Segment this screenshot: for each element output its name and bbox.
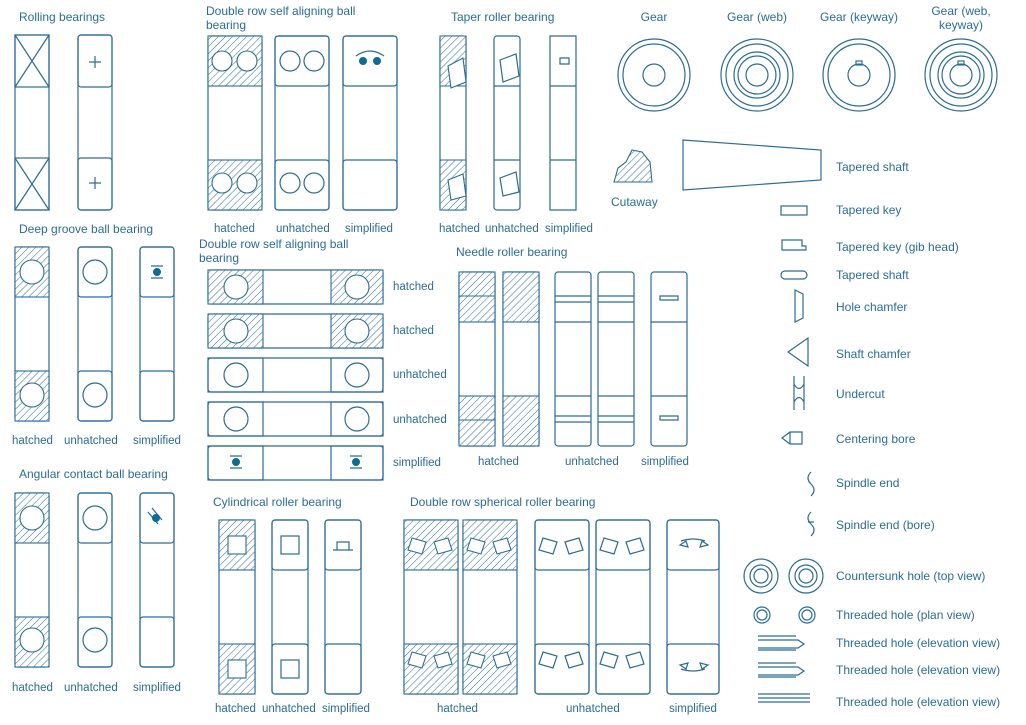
variant-label: unhatched	[565, 456, 619, 468]
deep-groove-simplified-shape[interactable]	[139, 246, 175, 422]
shaft-item-label: Centering bore	[836, 432, 916, 446]
needle-roller-shapes[interactable]	[458, 271, 688, 447]
shaft-item-label: Countersunk hole (top view)	[836, 569, 986, 583]
section-title-double-row-top: Double row self aligning ball bearing	[206, 4, 356, 32]
section-title-taper: Taper roller bearing	[451, 10, 555, 24]
variant-label: hatched	[437, 703, 478, 715]
shaft-item-label: Threaded hole (elevation view)	[836, 663, 1001, 677]
section-title-double-row-mid: Double row self aligning ball bearing	[199, 237, 349, 265]
double-row-self-aligning-unhatched-shape[interactable]	[274, 35, 330, 211]
variant-label: unhatched	[64, 682, 118, 694]
angular-contact-shapes[interactable]	[14, 492, 175, 668]
label-cutaway: Cutaway	[611, 195, 658, 209]
double-row-horizontal-shapes[interactable]	[207, 269, 384, 481]
shaft-item-label: Tapered key	[836, 203, 902, 217]
shaft-item-label: Threaded hole (elevation view)	[836, 636, 1001, 650]
variant-label: unhatched	[393, 369, 447, 381]
shaft-item-label: Threaded hole (plan view)	[836, 608, 975, 622]
shaft-element-icons[interactable]	[743, 205, 824, 703]
section-title-deep-groove: Deep groove ball bearing	[19, 222, 154, 236]
variant-label: hatched	[439, 223, 480, 235]
shaft-item-label: Tapered shaft	[836, 268, 909, 282]
taper-roller-unhatched-shape[interactable]	[493, 35, 521, 211]
shaft-item-label: Shaft chamfer	[836, 347, 911, 361]
taper-roller-hatched-shape[interactable]	[439, 35, 467, 211]
shaft-item-label: Hole chamfer	[836, 300, 908, 314]
shaft-item-label: Spindle end	[836, 476, 900, 490]
gear-keyway-shape[interactable]	[822, 38, 896, 112]
gear-shape[interactable]	[617, 38, 691, 112]
variant-label: simplified	[345, 223, 393, 235]
variant-label: simplified	[669, 703, 717, 715]
shaft-item-label: Tapered shaft	[836, 160, 909, 174]
variant-label: unhatched	[485, 223, 539, 235]
taper-roller-simplified-shape[interactable]	[549, 35, 577, 211]
gear-web-keyway-shape[interactable]	[924, 38, 998, 112]
variant-label: hatched	[215, 703, 256, 715]
deep-groove-unhatched-shape[interactable]	[77, 246, 113, 422]
variant-label: unhatched	[276, 223, 330, 235]
double-row-self-aligning-hatched-shape[interactable]	[207, 35, 263, 211]
variant-label: unhatched	[393, 414, 447, 426]
cylindrical-roller-shapes[interactable]	[218, 519, 362, 695]
gear-web-shape[interactable]	[720, 38, 794, 112]
variant-label: simplified	[641, 456, 689, 468]
variant-label: hatched	[214, 223, 255, 235]
cutaway-shape[interactable]	[613, 149, 653, 183]
section-title-rolling: Rolling bearings	[19, 10, 106, 24]
double-row-spherical-shapes[interactable]	[403, 519, 720, 695]
variant-label: simplified	[322, 703, 370, 715]
section-title-angular: Angular contact ball bearing	[19, 467, 168, 481]
variant-label: simplified	[133, 435, 181, 447]
deep-groove-hatched-shape[interactable]	[14, 246, 50, 422]
shaft-item-label: Undercut	[836, 387, 885, 401]
variant-label: simplified	[545, 223, 593, 235]
label-gear: Gear	[640, 10, 668, 24]
shaft-item-label: Tapered key (gib head)	[836, 240, 959, 254]
variant-label: unhatched	[262, 703, 316, 715]
rolling-bearing-simple-shape[interactable]	[77, 34, 113, 211]
double-row-self-aligning-simplified-shape[interactable]	[342, 35, 398, 211]
section-title-double-spherical: Double row spherical roller bearing	[410, 495, 596, 509]
shaft-item-label: Threaded hole (elevation view)	[836, 695, 1001, 709]
variant-label: hatched	[393, 325, 434, 337]
label-gear-keyway: Gear (keyway)	[819, 10, 899, 24]
variant-label: simplified	[393, 457, 441, 469]
label-gear-web-keyway: Gear (web, keyway)	[931, 4, 991, 32]
variant-label: unhatched	[64, 435, 118, 447]
variant-label: hatched	[12, 435, 53, 447]
shaft-item-label: Spindle end (bore)	[836, 518, 935, 532]
variant-label: unhatched	[566, 703, 620, 715]
section-title-cylindrical: Cylindrical roller bearing	[213, 495, 342, 509]
variant-label: hatched	[12, 682, 53, 694]
variant-label: hatched	[393, 281, 434, 293]
variant-label: hatched	[478, 456, 519, 468]
section-title-needle: Needle roller bearing	[456, 245, 568, 259]
rolling-bearing-hatched-shape[interactable]	[14, 34, 50, 211]
variant-label: simplified	[133, 682, 181, 694]
tapered-shaft-large-shape[interactable]	[682, 139, 822, 191]
label-gear-web: Gear (web)	[726, 10, 788, 24]
